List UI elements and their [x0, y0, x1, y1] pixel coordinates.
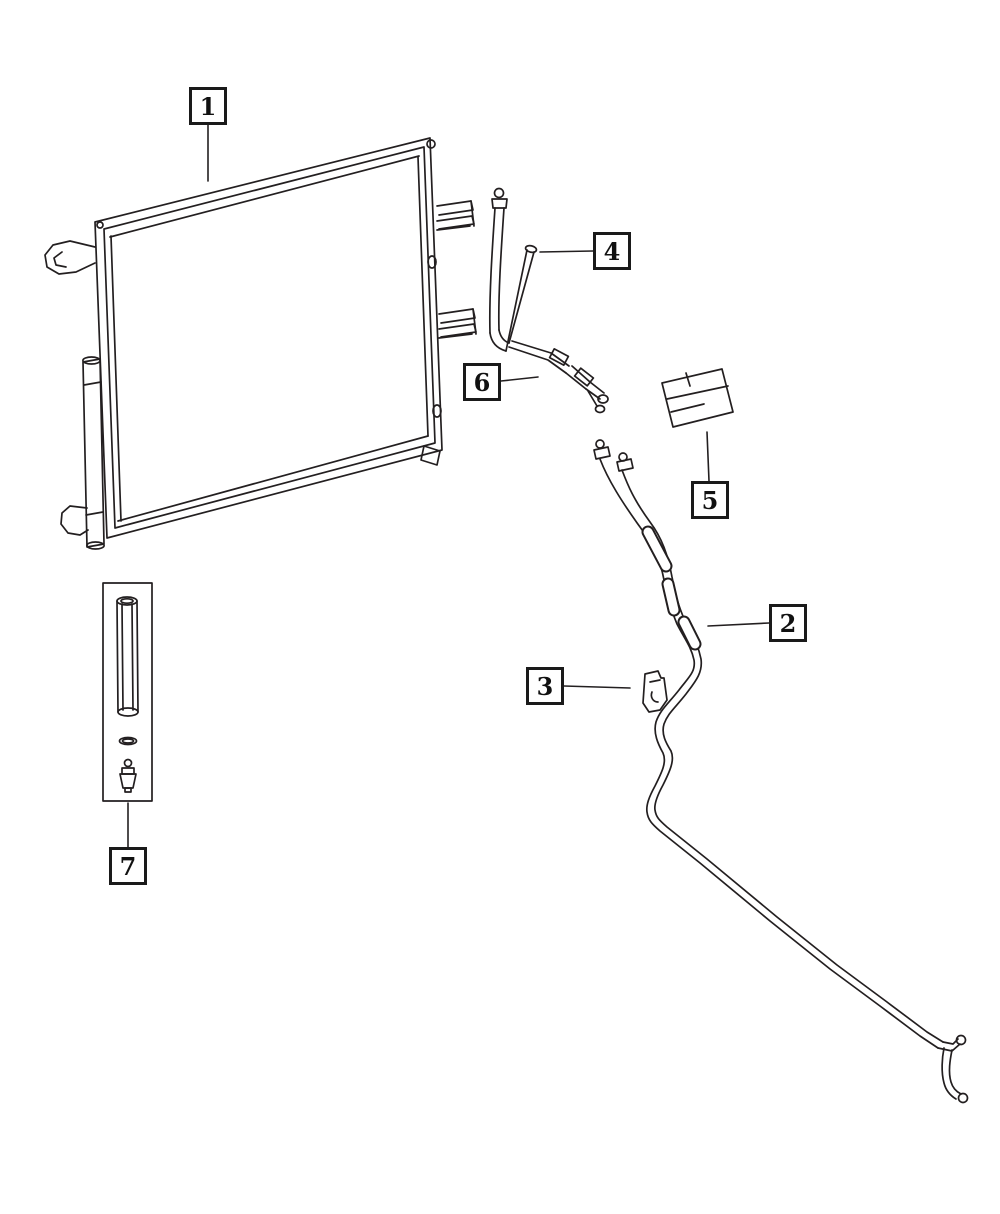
leader-lines — [127, 124, 770, 848]
callout-7[interactable]: 7 — [109, 847, 147, 885]
connector-part-6 — [508, 340, 609, 414]
leader-line-6 — [500, 376, 539, 382]
tube-end-fittings — [937, 1034, 969, 1104]
callout-1[interactable]: 1 — [189, 87, 227, 125]
clip-part-3 — [642, 670, 668, 713]
callout-2[interactable]: 2 — [769, 604, 807, 642]
leader-line-4 — [539, 250, 594, 253]
filter-kit-part-7 — [102, 582, 153, 802]
tube-assembly-part-2 — [593, 439, 969, 1104]
bracket-part-5 — [661, 368, 734, 428]
callout-6[interactable]: 6 — [463, 363, 501, 401]
leader-line-3 — [563, 685, 631, 689]
leader-line-2 — [707, 622, 770, 627]
condenser-part-1 — [44, 137, 477, 550]
condenser-right-brackets — [427, 200, 477, 339]
callout-3[interactable]: 3 — [526, 667, 564, 705]
tube-part-4 — [488, 187, 538, 352]
callout-4[interactable]: 4 — [593, 232, 631, 270]
leader-line-5 — [706, 431, 710, 482]
condenser-top-left-bracket — [44, 240, 96, 275]
receiver-drier — [60, 356, 105, 550]
callout-5[interactable]: 5 — [691, 481, 729, 519]
